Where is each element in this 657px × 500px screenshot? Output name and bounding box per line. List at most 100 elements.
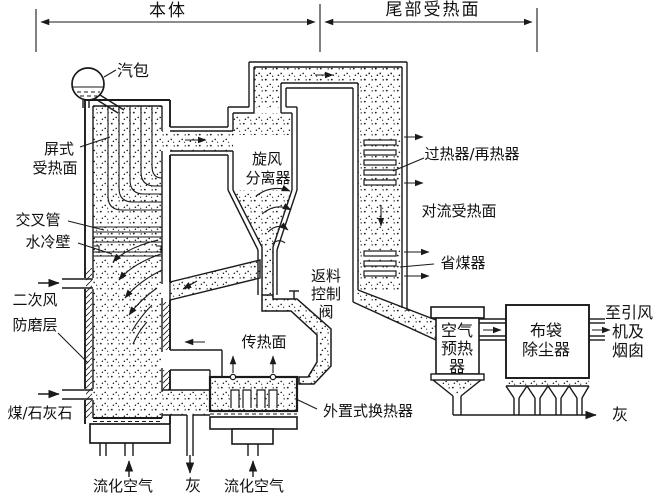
superheater-tube <box>363 179 397 186</box>
dimension-lines: 本体 尾部受热面 <box>35 0 538 52</box>
preheater-cap <box>430 306 485 319</box>
leader-economizer <box>399 263 435 268</box>
label-superheater: 过热器/再热器 <box>424 145 519 163</box>
label-air-preheater-1: 空气 <box>441 321 473 340</box>
furnace-inlets: 二次风 防磨层 煤/石灰石 <box>7 278 93 422</box>
label-cyclone-2: 分离器 <box>245 169 290 187</box>
label-cross-tube: 交叉管 <box>15 211 60 229</box>
label-to-fan-3: 烟囱 <box>612 341 644 360</box>
dipleg-fill <box>262 247 273 295</box>
return-flow-arrow <box>182 280 198 290</box>
label-return-valve-3: 阀 <box>318 303 333 321</box>
bag-filter: 布袋 除尘器 至引风 机及 烟囱 <box>505 303 653 415</box>
cross-tube-water-wall: 交叉管 水冷壁 <box>15 211 162 257</box>
economizer-tube <box>363 250 397 257</box>
ehx-interior <box>210 377 297 411</box>
furnace-exit-duct <box>170 126 233 156</box>
platen-heating-surface: 屏式 受热面 <box>32 106 163 211</box>
economizer-tube <box>363 270 397 277</box>
label-air-preheater-2: 预热 <box>441 339 473 358</box>
ehx-upper-return-duct <box>170 338 223 377</box>
leader-cross-tube <box>67 220 105 231</box>
return-to-furnace-duct <box>169 259 261 301</box>
leader-wear-layer <box>57 332 89 364</box>
label-steam-drum: 汽包 <box>117 61 149 80</box>
label-air-preheater-3: 器 <box>449 357 465 376</box>
label-fluidizing-air-left: 流化空气 <box>93 477 153 495</box>
superheater-tube <box>363 149 397 156</box>
ehx-tube <box>242 389 252 408</box>
label-coal-limestone: 煤/石灰石 <box>7 404 72 422</box>
label-platen-1: 屏式 <box>44 140 74 158</box>
label-to-fan-2: 机及 <box>612 322 644 341</box>
steam-drum-shell <box>71 67 105 101</box>
ehx-bottom-return-duct <box>162 390 210 415</box>
label-convection: 对流受热面 <box>421 202 496 220</box>
ehx-windbox <box>209 416 298 430</box>
label-economizer: 省煤器 <box>440 254 485 272</box>
label-wear-layer: 防磨层 <box>12 316 57 334</box>
label-water-wall: 水冷壁 <box>25 233 70 251</box>
steam-drum: 汽包 <box>71 61 149 114</box>
label-bag-filter-1: 布袋 <box>530 321 562 340</box>
superheater-tube <box>363 139 397 146</box>
furnace-windbox <box>89 423 171 444</box>
label-ash-right: 灰 <box>612 405 628 424</box>
label-return-valve-2: 控制 <box>311 285 341 303</box>
cyclone-inlet-band <box>233 113 292 135</box>
economizer-tube <box>363 260 397 267</box>
furnace-circulation-arrows <box>112 239 198 345</box>
bottom-ducts: 灰 流化空气 流化空气 <box>93 389 284 495</box>
leader-platen <box>79 136 111 148</box>
label-ash-bottom: 灰 <box>185 476 201 495</box>
label-platen-2: 受热面 <box>32 159 77 177</box>
label-cyclone-1: 旋风 <box>252 150 282 168</box>
preheater-body <box>435 317 480 375</box>
cyclone-swirl-arrow <box>267 222 289 233</box>
ehx-tube-header <box>229 373 237 381</box>
label-main-body: 本体 <box>149 1 187 21</box>
backpass-slope-lower <box>352 301 437 341</box>
backpass-tube-banks: 过热器/再热器 对流受热面 省煤器 <box>363 133 520 280</box>
superheater-tube <box>363 169 397 176</box>
wear-lining-right <box>163 302 169 350</box>
wear-lining-right <box>163 370 169 390</box>
loop-seal-valve-duct <box>261 294 332 385</box>
drum-downcomer <box>99 94 125 111</box>
ehx-windbox-lower <box>231 428 274 445</box>
label-external-heat-exchanger: 外置式换热器 <box>323 402 413 420</box>
ehx-tube <box>268 389 278 408</box>
furnace-interior <box>93 106 162 418</box>
label-to-fan-1: 至引风 <box>605 303 653 322</box>
backpass-slope-fill <box>356 290 436 340</box>
furnace-exit-duct-fill <box>162 131 233 151</box>
label-return-valve-1: 返料 <box>311 267 341 285</box>
leader-steam-drum <box>103 69 117 78</box>
crossover-and-backpass <box>248 61 437 341</box>
preheater-hopper-fill <box>434 380 480 395</box>
label-secondary-air: 二次风 <box>12 291 57 309</box>
external-heat-exchanger: 传热面 外置式换热器 <box>208 333 413 477</box>
wear-lining-left <box>86 268 92 418</box>
backpass-slope-upper <box>357 289 437 321</box>
label-fluidizing-air-right: 流化空气 <box>224 477 284 495</box>
leader-superheater <box>392 157 425 172</box>
ehx-tube-header <box>269 373 277 381</box>
cyclone-swirl-arrow <box>255 184 291 197</box>
cyclone-swirl-arrow <box>271 240 286 245</box>
cyclone-swirl-arrow <box>261 203 292 215</box>
cyclone-separator: 旋风 分离器 <box>227 106 298 295</box>
ehx-shell <box>208 375 299 413</box>
leader-water-wall <box>77 242 113 255</box>
ehx-tube <box>230 389 240 408</box>
air-preheater: 空气 预热 器 <box>430 306 506 415</box>
bagfilter-hopper-band <box>506 378 589 386</box>
label-heat-transfer-surface: 传热面 <box>241 333 286 351</box>
leader-ehx <box>295 398 318 410</box>
ash-line: 灰 <box>453 405 628 424</box>
furnace <box>84 99 171 477</box>
label-bag-filter-2: 除尘器 <box>522 340 570 359</box>
preheater-flange <box>430 373 485 381</box>
